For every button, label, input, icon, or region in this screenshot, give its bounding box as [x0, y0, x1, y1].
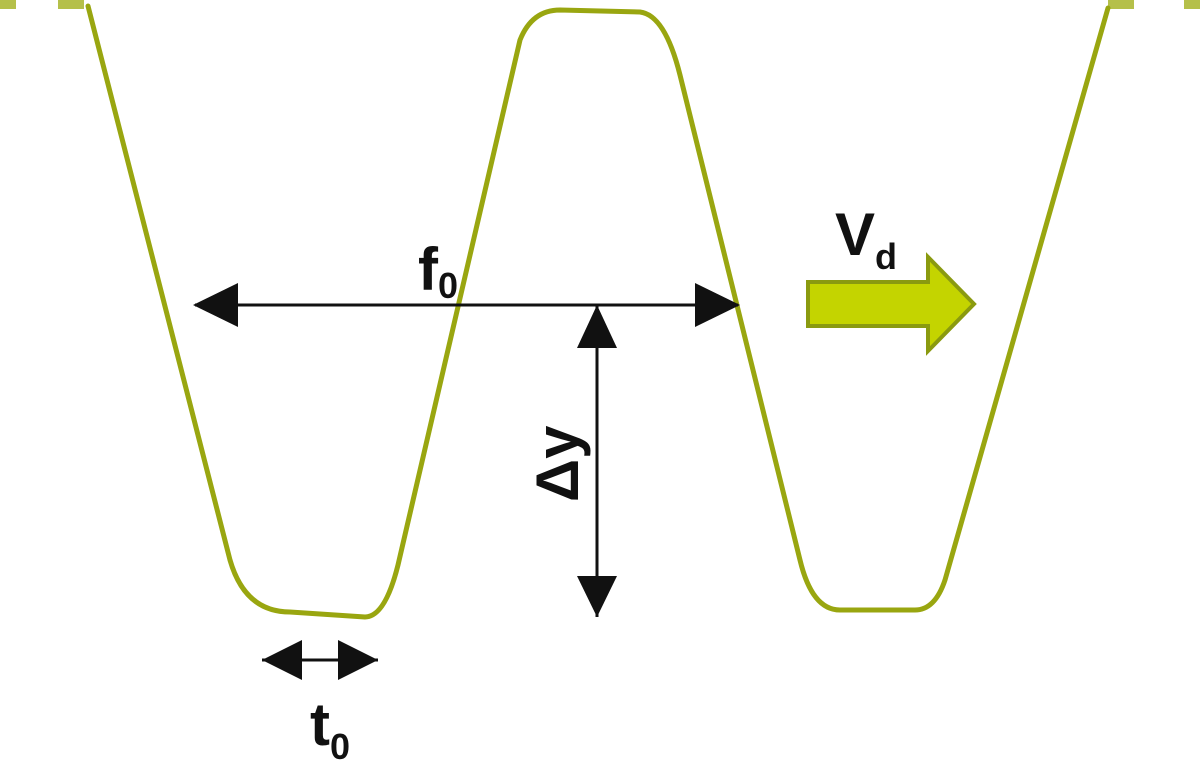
dy-arrowhead-top [577, 305, 617, 348]
vd-label-subscript: d [875, 236, 897, 277]
f0-arrowhead-left [193, 283, 238, 327]
trapezoidal-wave [85, 3, 1111, 620]
f0-arrowhead-right [695, 283, 740, 327]
drift-velocity-arrow [806, 252, 977, 356]
dashed-continuation-left [0, 0, 84, 9]
vd-label-main: V [835, 201, 875, 268]
vd-label: Vd [835, 201, 897, 277]
t0-label-main: t [310, 691, 330, 758]
f0-label-main: f [418, 236, 439, 303]
dy-arrowhead-bottom [577, 576, 617, 617]
f0-label-subscript: 0 [438, 265, 458, 306]
dy-label: Δy [524, 425, 591, 502]
t0-arrowhead-right [338, 640, 378, 680]
dashed-continuation-right [1108, 0, 1200, 9]
t0-label-subscript: 0 [330, 726, 350, 767]
t0-arrowhead-left [262, 640, 302, 680]
f0-label: f0 [418, 236, 458, 306]
t0-label: t0 [310, 691, 350, 767]
